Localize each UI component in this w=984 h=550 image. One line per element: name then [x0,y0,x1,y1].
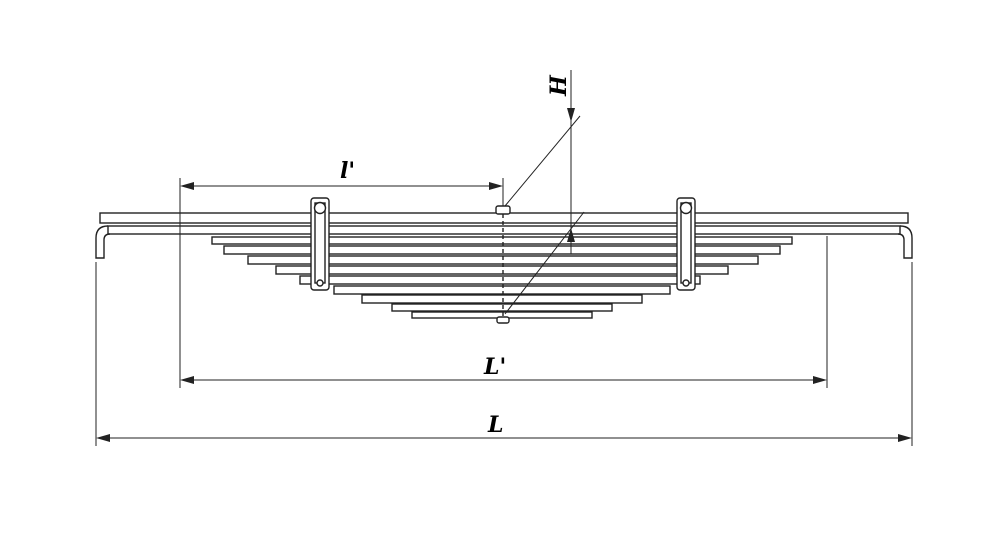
label-height: H [546,74,572,97]
leaf-4 [223,245,781,255]
label-half-length: l' [340,158,355,184]
arrow-total-right [898,434,912,442]
arrow-eff-right [813,376,827,384]
leaf-3 [211,236,793,245]
label-effective-length: L' [483,354,506,380]
arrow-half-right [489,182,503,190]
label-total-length: L [487,412,503,438]
arrow-eff-left [180,376,194,384]
right-bent-end [897,225,913,259]
leaf-10 [391,303,613,312]
left-clamp [310,197,330,291]
leaf-8 [333,285,671,295]
arrow-height-bottom [567,228,575,242]
leaf-6 [275,265,729,275]
arrow-height-top [567,108,575,122]
arrow-total-left [96,434,110,442]
leaf-7 [299,275,701,285]
second-leaf [107,225,901,235]
right-clamp [676,197,696,291]
left-bent-end [95,225,111,259]
leaf-9 [361,294,643,304]
leaf-spring [95,197,913,324]
graduated-leaves [211,236,793,319]
arrowheads [96,108,912,442]
arrow-half-left [180,182,194,190]
leader-height-top [504,115,581,207]
